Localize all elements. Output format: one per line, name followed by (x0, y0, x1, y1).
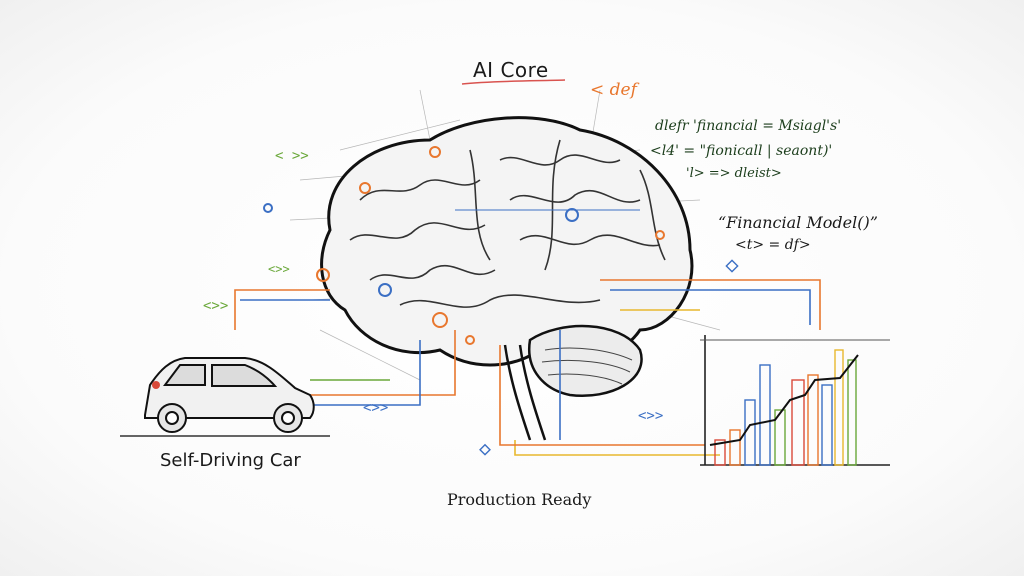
chart-bar (744, 399, 756, 466)
bracket-tag: <>> (363, 400, 389, 416)
chart-bar (714, 439, 726, 466)
car-taillight (152, 381, 160, 389)
production-ready-label: Production Ready (447, 490, 592, 509)
bracket-tag: <>> (268, 262, 290, 276)
connector-lines (234, 209, 821, 456)
brain-illustration (263, 116, 694, 441)
chart-bar (807, 374, 819, 466)
chart-bar (847, 359, 857, 466)
bracket-tag: <>> (638, 408, 664, 424)
brain-outline (320, 116, 694, 367)
financial-model-label: “Financial Model()” (718, 213, 878, 232)
chart-bar (759, 364, 771, 466)
brain-stem (503, 344, 547, 441)
title-underline (461, 79, 566, 85)
brain-folds (349, 139, 666, 308)
bar-chart-sketch (700, 335, 890, 466)
decor-diamonds (479, 259, 739, 456)
car-window (163, 364, 206, 386)
code-line: 'l> => dleist> (686, 166, 782, 181)
code-line: <l4' = "fionicall | seaont)' (650, 143, 833, 159)
car-illustration (120, 357, 330, 437)
chart-bar (821, 384, 833, 466)
chart-trend-line (709, 354, 859, 446)
code-line: dlefr 'financial = Msiagl's' (655, 118, 842, 134)
bracket-tag: <>> (203, 298, 229, 314)
financial-model-sub: <t> = df> (735, 237, 811, 253)
car-label: Self-Driving Car (160, 450, 301, 471)
chart-bar (774, 409, 786, 466)
neural-nodes (263, 146, 665, 345)
car-window-rear (211, 364, 278, 387)
chart-bar (834, 349, 844, 466)
chart-bar (729, 429, 741, 466)
chart-bar (791, 379, 805, 466)
diagram-title: AI Core (473, 58, 549, 82)
code-tag-def: < def (590, 80, 637, 100)
bracket-tag: < >> (275, 148, 309, 164)
